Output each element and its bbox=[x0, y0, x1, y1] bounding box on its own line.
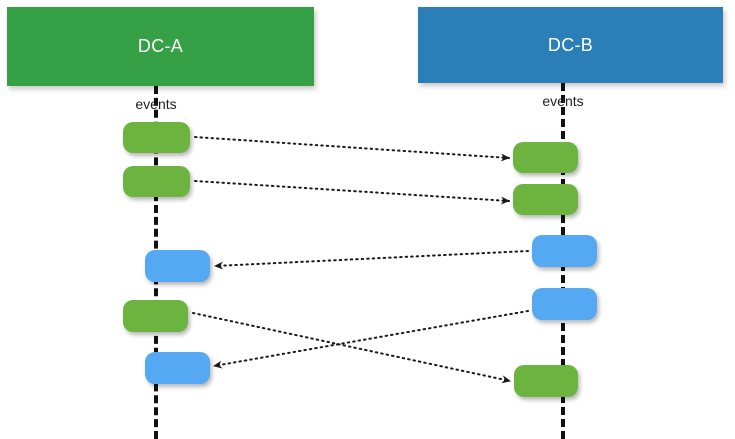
event-box-a5[interactable] bbox=[145, 352, 210, 384]
dc-b-title: DC-B bbox=[547, 34, 594, 55]
dc-b-header-bar: DC-B bbox=[418, 7, 723, 83]
dc-a-title: DC-A bbox=[137, 36, 184, 56]
event-box-b1[interactable] bbox=[513, 142, 578, 173]
arrow-b3-a3 bbox=[214, 250, 529, 270]
event-box-a4[interactable] bbox=[123, 300, 188, 332]
event-box-a1[interactable] bbox=[123, 122, 190, 153]
arrow-a4-b5 bbox=[192, 312, 511, 384]
event-box-a3[interactable] bbox=[145, 250, 210, 282]
dc-a-header-bar: DC-A bbox=[7, 7, 314, 86]
event-box-b4[interactable] bbox=[532, 288, 597, 320]
event-box-a2[interactable] bbox=[123, 166, 190, 197]
arrow-b4-a5 bbox=[213, 310, 529, 369]
event-box-b2[interactable] bbox=[513, 184, 578, 215]
event-box-b5[interactable] bbox=[514, 365, 578, 397]
dc-b-events-label: events bbox=[542, 93, 584, 109]
dc-a-events-label: events bbox=[135, 96, 177, 112]
arrow-a1-b1 bbox=[194, 136, 510, 162]
event-box-b3[interactable] bbox=[532, 235, 597, 267]
arrow-a2-b2 bbox=[194, 180, 510, 205]
